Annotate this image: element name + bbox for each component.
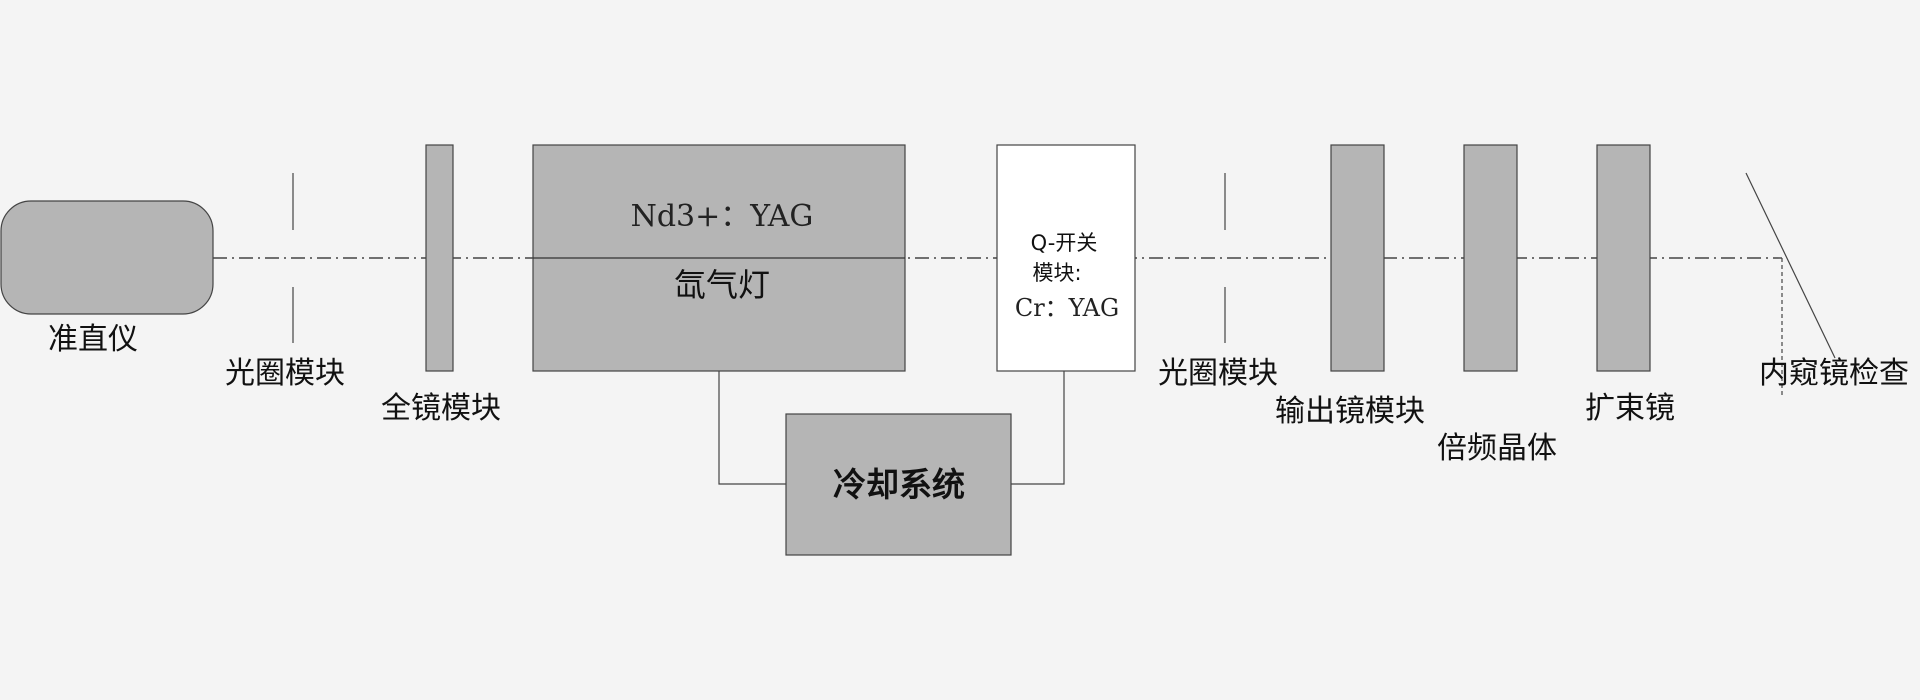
cooling-block — [785, 413, 1012, 556]
qswitch-label-line1: Q-开关 — [1031, 231, 1098, 255]
endoscope-label: 内窥镜检查 — [1759, 356, 1909, 391]
output-mirror-block — [1330, 144, 1385, 372]
cooling-pipe-right — [1011, 371, 1065, 485]
lamp-label: 氙气灯 — [674, 266, 770, 304]
beam-expander-block — [1596, 144, 1651, 372]
output-mirror-label: 输出镜模块 — [1275, 394, 1425, 429]
frequency-crystal-block — [1463, 144, 1518, 372]
aperture-left-label: 光圈模块 — [225, 356, 345, 391]
cooling-label: 冷却系统 — [833, 465, 965, 504]
collimator-label: 准直仪 — [48, 322, 138, 357]
rod-material-label: Nd3+：YAG — [631, 199, 814, 234]
qswitch-block — [996, 144, 1136, 372]
collimator-block — [0, 200, 214, 315]
endoscope-reflector — [1745, 172, 1836, 359]
full-mirror-label: 全镜模块 — [381, 391, 501, 426]
full-mirror-block — [425, 144, 454, 372]
qswitch-label-line2: 模块: — [1032, 261, 1081, 285]
qswitch-material-label: Cr：YAG — [1015, 294, 1119, 322]
frequency-crystal-label: 倍频晶体 — [1437, 431, 1557, 466]
beam-expander-label: 扩束镜 — [1585, 391, 1675, 426]
aperture-right-label: 光圈模块 — [1158, 356, 1278, 391]
cooling-pipe-left — [718, 371, 786, 485]
